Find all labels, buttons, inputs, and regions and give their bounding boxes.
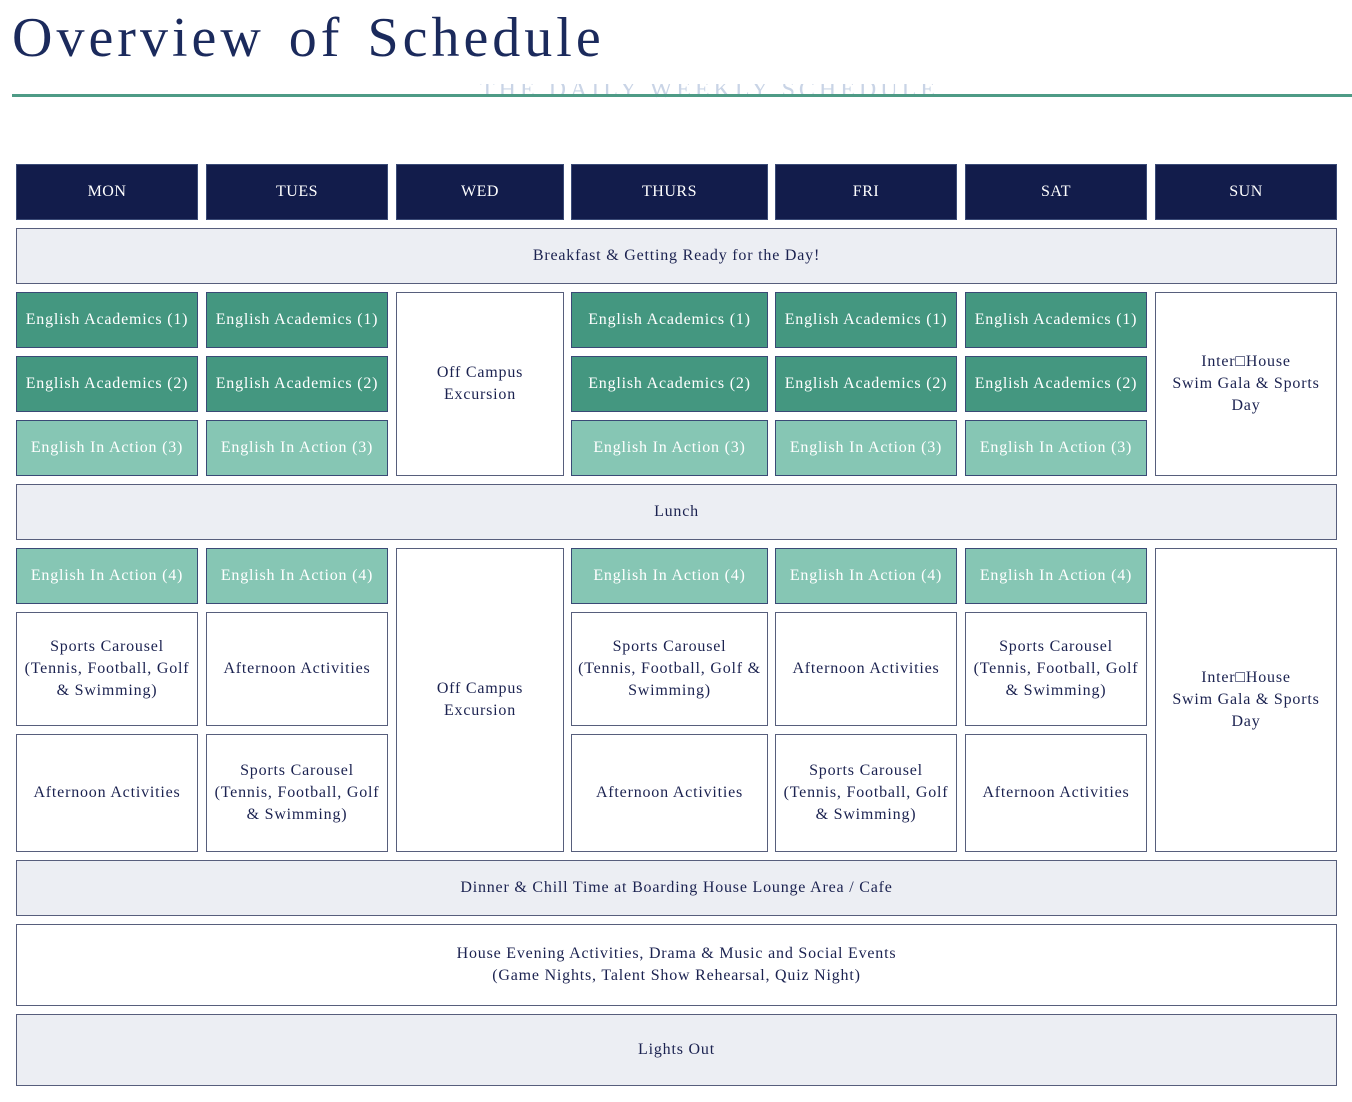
tues-academics-2: English Academics (2) [206,356,388,412]
mon-academics-2: English Academics (2) [16,356,198,412]
day-header-fri: FRI [775,164,957,220]
tues-afternoon-activities: Afternoon Activities [206,612,388,726]
thurs-in-action-4: English In Action (4) [571,548,768,604]
day-header-thurs: THURS [571,164,768,220]
fri-in-action-4: English In Action (4) [775,548,957,604]
day-header-sun: SUN [1155,164,1337,220]
sat-academics-1: English Academics (1) [965,292,1147,348]
lights-out-row: Lights Out [16,1014,1337,1086]
tues-sports-carousel: Sports Carousel (Tennis, Football, Golf … [206,734,388,852]
thurs-sports-carousel: Sports Carousel (Tennis, Football, Golf … [571,612,768,726]
sat-afternoon-activities: Afternoon Activities [965,734,1147,852]
fri-academics-1: English Academics (1) [775,292,957,348]
lunch-row: Lunch [16,484,1337,540]
faint-subtitle: THE DAILY WEEKLY SCHEDULE [480,84,939,100]
day-header-wed: WED [396,164,564,220]
sun-afternoon-swim-gala: Inter□House Swim Gala & Sports Day [1155,548,1337,852]
day-header-tues: TUES [206,164,388,220]
evening-activities-row: House Evening Activities, Drama & Music … [16,924,1337,1006]
title-divider [12,94,1352,97]
fri-sports-carousel: Sports Carousel (Tennis, Football, Golf … [775,734,957,852]
fri-afternoon-activities: Afternoon Activities [775,612,957,726]
thurs-in-action-3: English In Action (3) [571,420,768,476]
tues-academics-1: English Academics (1) [206,292,388,348]
page-title: Overview of Schedule [12,7,605,69]
sat-in-action-3: English In Action (3) [965,420,1147,476]
sat-in-action-4: English In Action (4) [965,548,1147,604]
fri-in-action-3: English In Action (3) [775,420,957,476]
thurs-academics-2: English Academics (2) [571,356,768,412]
mon-afternoon-activities: Afternoon Activities [16,734,198,852]
mon-sports-carousel: Sports Carousel (Tennis, Football, Golf … [16,612,198,726]
mon-in-action-3: English In Action (3) [16,420,198,476]
breakfast-row: Breakfast & Getting Ready for the Day! [16,228,1337,284]
tues-in-action-4: English In Action (4) [206,548,388,604]
sat-academics-2: English Academics (2) [965,356,1147,412]
tues-in-action-3: English In Action (3) [206,420,388,476]
day-header-sat: SAT [965,164,1147,220]
thurs-afternoon-activities: Afternoon Activities [571,734,768,852]
dinner-row: Dinner & Chill Time at Boarding House Lo… [16,860,1337,916]
mon-academics-1: English Academics (1) [16,292,198,348]
wed-afternoon-excursion: Off Campus Excursion [396,548,564,852]
thurs-academics-1: English Academics (1) [571,292,768,348]
day-header-mon: MON [16,164,198,220]
wed-morning-excursion: Off Campus Excursion [396,292,564,476]
fri-academics-2: English Academics (2) [775,356,957,412]
sun-morning-swim-gala: Inter□House Swim Gala & Sports Day [1155,292,1337,476]
sat-sports-carousel: Sports Carousel (Tennis, Football, Golf … [965,612,1147,726]
mon-in-action-4: English In Action (4) [16,548,198,604]
